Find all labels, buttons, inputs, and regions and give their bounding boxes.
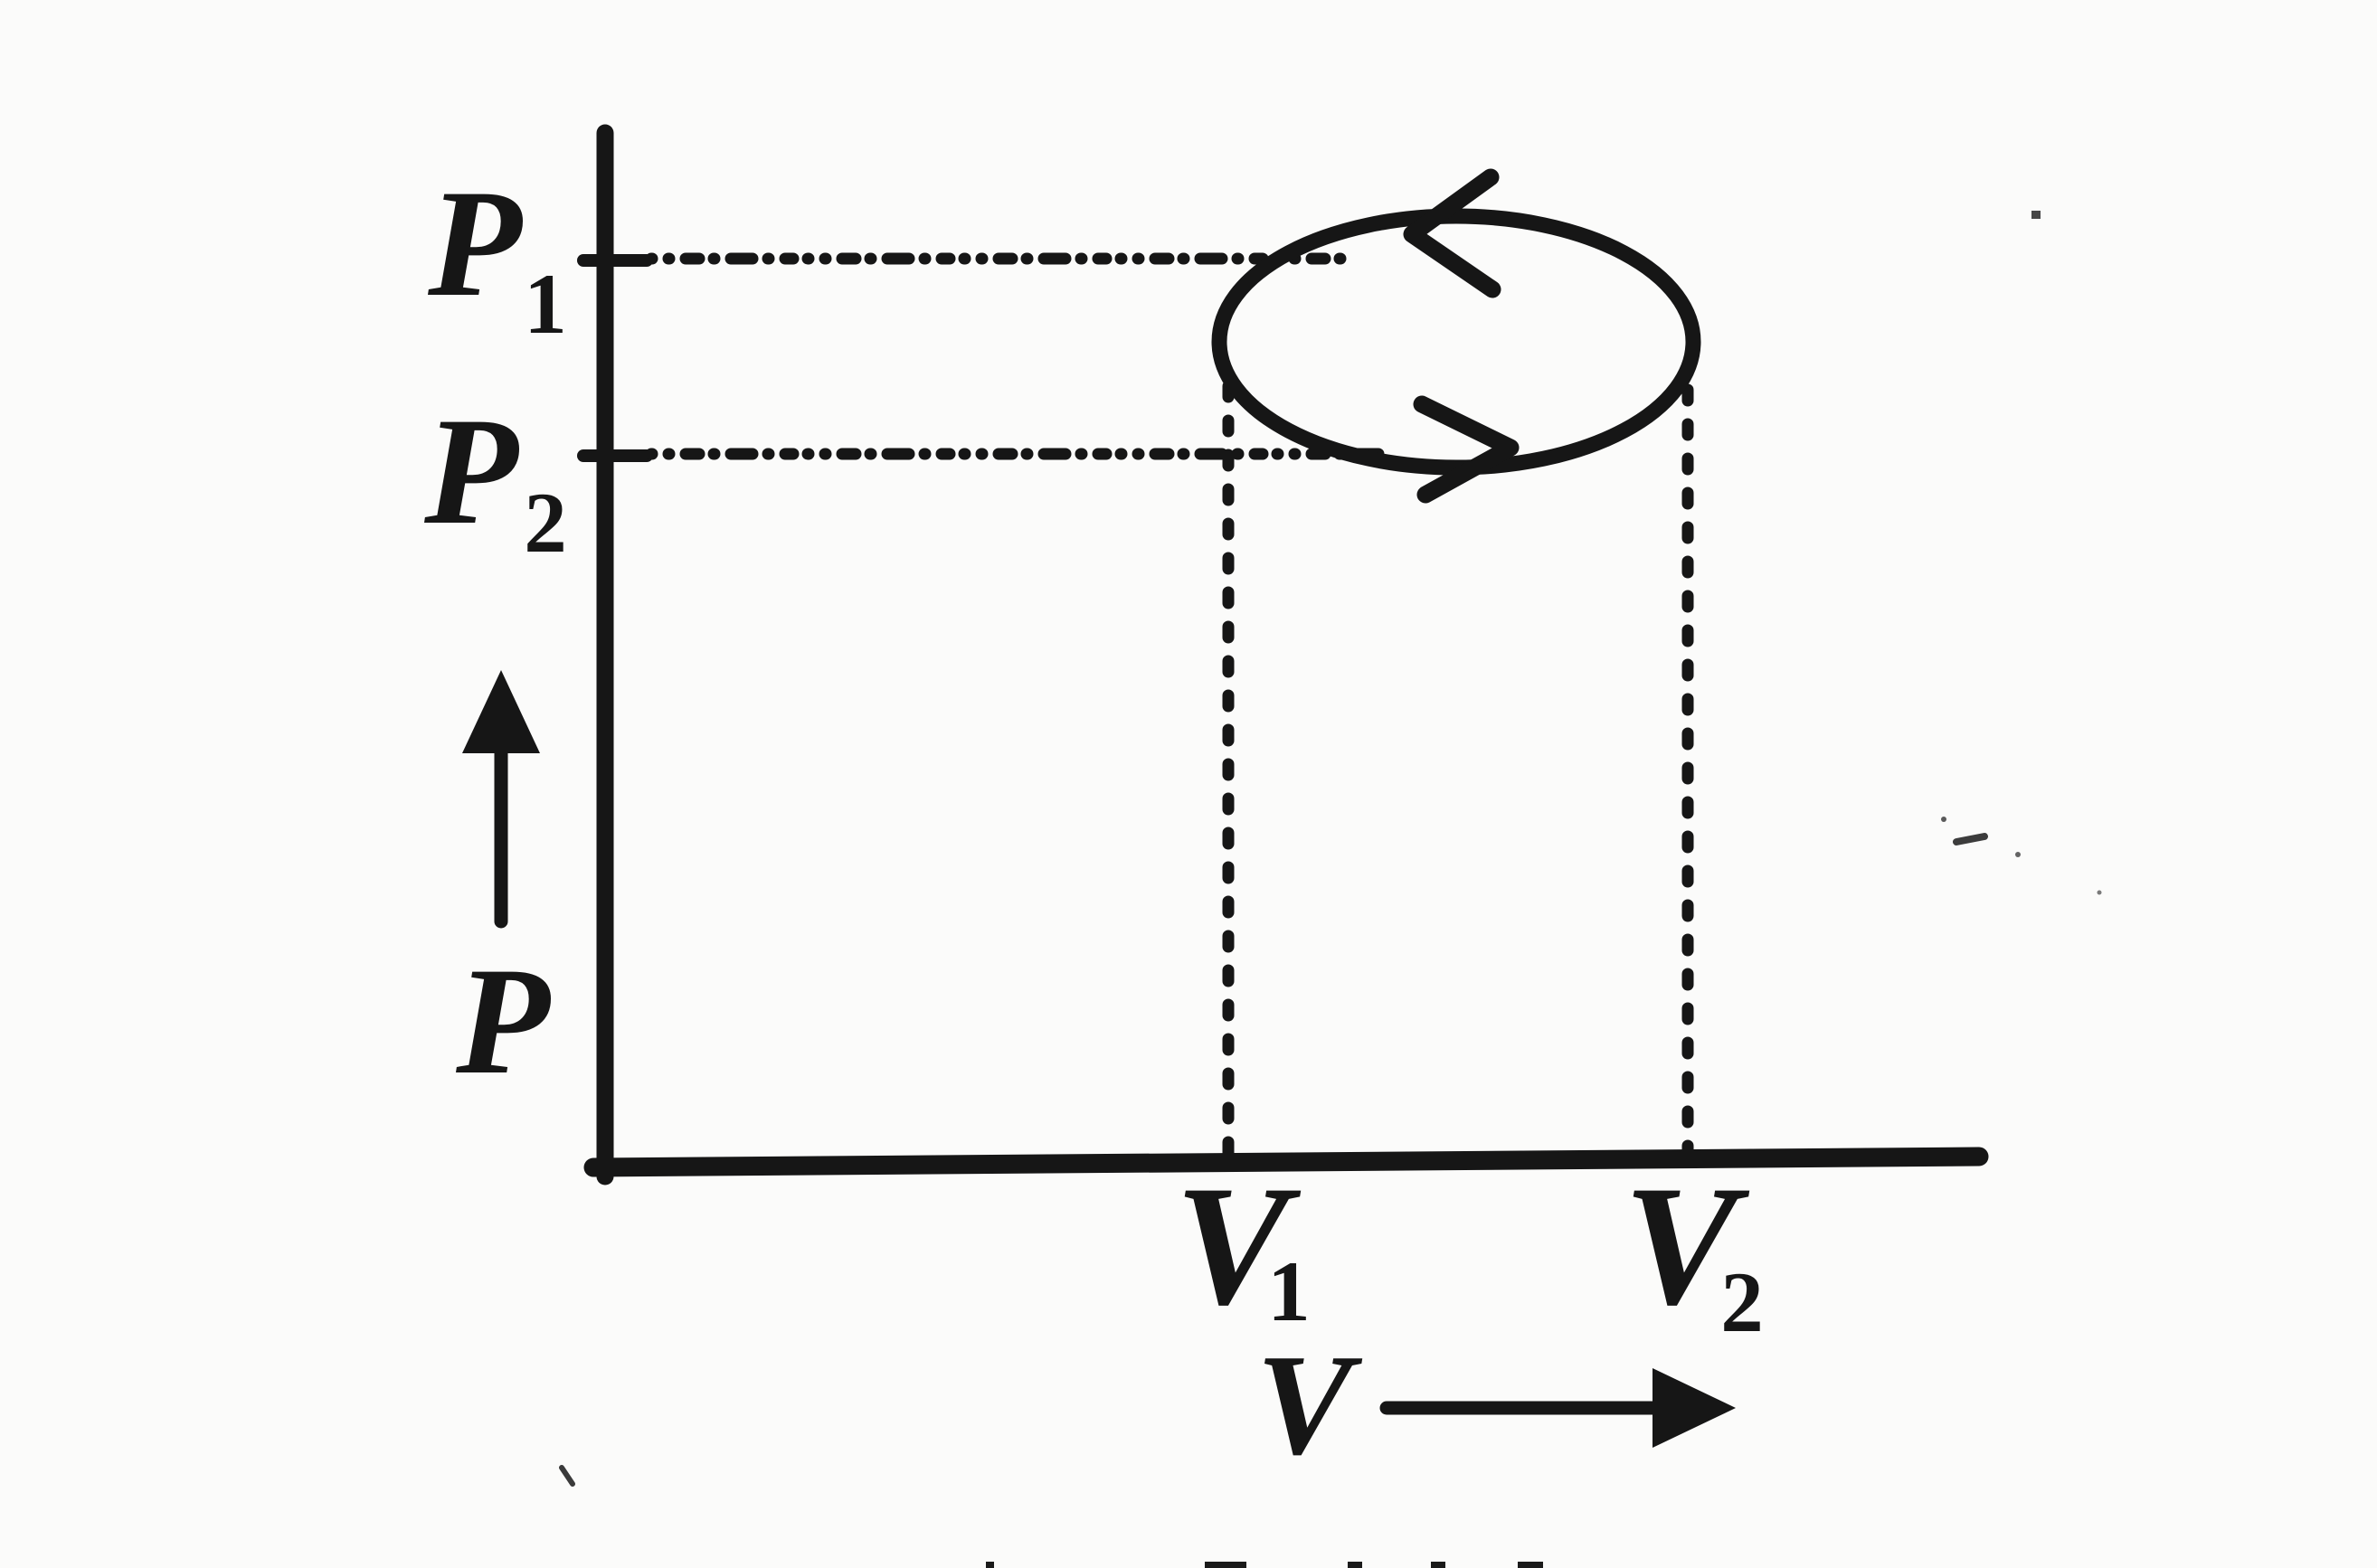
scan-speck [1941,817,1946,822]
cycle-direction-arrow-top-icon [1403,168,1501,298]
pv-diagram [462,124,1989,1448]
pressure-axis-label: P [455,936,551,1106]
scan-speck [2097,890,2102,895]
scan-smudge [1953,833,1988,845]
v1-subscript: 1 [1267,1243,1311,1339]
volume-axis-label: V [1256,1324,1363,1485]
v2-label: V [1624,1151,1750,1341]
scan-speck [2015,852,2021,857]
volume-axis-arrow-icon [1379,1368,1736,1448]
scan-speck [2031,211,2041,219]
v1-label: V [1175,1151,1302,1341]
p1-label: P [427,158,523,328]
p2-label: P [423,386,519,556]
cycle-ellipse [1211,208,1701,476]
volume-axis-line [583,1147,1989,1177]
v2-subscript: 2 [1720,1254,1764,1350]
scan-artifacts [559,211,2102,1568]
p2-subscript: 2 [524,475,567,571]
diagram-labels: P 1 P 2 P V 1 V 2 V [423,158,1764,1485]
cropped-caption-fragments [986,1562,1543,1568]
scan-tick-mark [559,1465,575,1487]
pressure-axis-arrow-icon [462,670,540,929]
p1-subscript: 1 [524,256,567,352]
cycle-direction-arrow-bottom-icon [1413,395,1520,504]
